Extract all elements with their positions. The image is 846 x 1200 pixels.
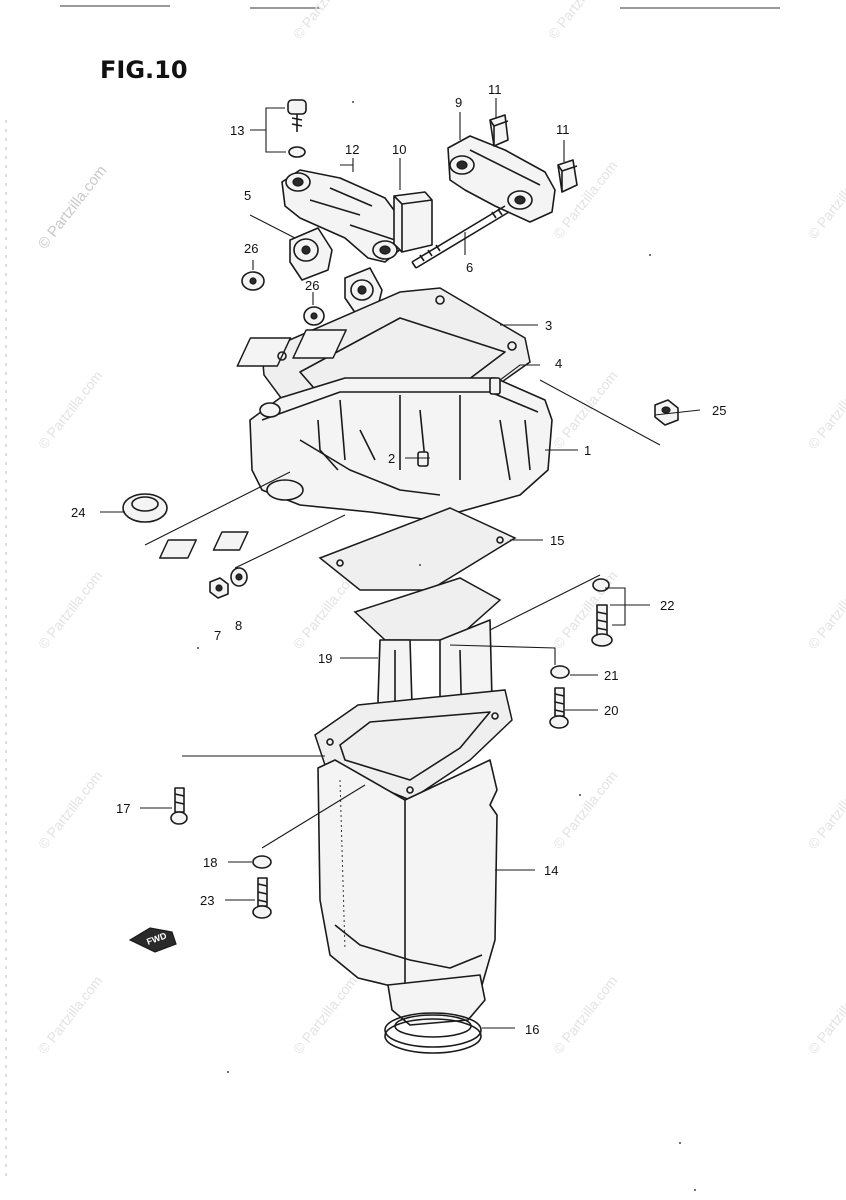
watermark-tile: © Partzilla.com	[805, 368, 846, 452]
part-18-washer[interactable]	[252, 855, 272, 869]
callout-labels: 1 2 3 4 5 6 7 8 9 10 11 11 12 13 14 15 1…	[71, 82, 726, 1037]
watermark-tile: © Partzilla.com	[805, 973, 846, 1057]
callout-22: 22	[660, 598, 674, 613]
callout-8: 8	[235, 618, 242, 633]
callout-21: 21	[604, 668, 618, 683]
forward-direction-arrow: FWD	[128, 927, 177, 953]
watermark-tile: © Partzilla.com	[805, 768, 846, 852]
callout-14: 14	[544, 863, 558, 878]
callout-7: 7	[214, 628, 221, 643]
callout-5: 5	[244, 188, 251, 203]
leader-lines	[100, 98, 701, 1029]
callout-20: 20	[604, 703, 618, 718]
callout-12: 12	[345, 142, 359, 157]
figure-title: FIG.10	[100, 56, 188, 84]
callout-26b: 26	[305, 278, 319, 293]
callout-10: 10	[392, 142, 406, 157]
watermark-tile: © Partzilla.com	[545, 0, 616, 42]
part-20-bolt[interactable]	[549, 687, 569, 729]
watermark-tile: © Partzilla.com	[35, 973, 106, 1057]
callout-17: 17	[116, 801, 130, 816]
watermark-tile: © Partzilla.com	[290, 0, 361, 42]
callout-25: 25	[712, 403, 726, 418]
callout-9: 9	[455, 95, 462, 110]
callout-2: 2	[388, 451, 395, 466]
part-8-washer[interactable]	[230, 567, 248, 587]
watermark-main: © Partzilla.com	[35, 162, 111, 252]
watermark-tile: © Partzilla.com	[805, 158, 846, 242]
part-22-bolt[interactable]	[591, 578, 613, 647]
callout-3: 3	[545, 318, 552, 333]
callout-23: 23	[200, 893, 214, 908]
part-5-rubber-mount-second[interactable]	[344, 267, 383, 315]
part-11-nut-upper[interactable]	[489, 114, 509, 147]
part-26-washer-right[interactable]	[303, 306, 325, 326]
watermark-tile: © Partzilla.com	[35, 768, 106, 852]
watermark-tile: © Partzilla.com	[35, 568, 106, 652]
callout-18: 18	[203, 855, 217, 870]
part-9-mount-bracket[interactable]	[447, 135, 556, 223]
part-12-upper-mount-bracket[interactable]	[281, 169, 406, 263]
callout-16: 16	[525, 1022, 539, 1037]
watermark-tile: © Partzilla.com	[805, 568, 846, 652]
part-15-gasket[interactable]	[158, 507, 517, 591]
part-6-stud-bolt[interactable]	[411, 205, 510, 269]
callout-15: 15	[550, 533, 564, 548]
part-25-nut[interactable]	[654, 399, 679, 426]
watermark-tile: © Partzilla.com	[550, 768, 621, 852]
watermark-tile: © Partzilla.com	[550, 368, 621, 452]
callout-11b: 11	[556, 122, 570, 137]
part-14-drive-shaft-housing[interactable]	[314, 689, 513, 1001]
watermark-tile: © Partzilla.com	[550, 973, 621, 1057]
part-26-washer-left[interactable]	[241, 271, 265, 291]
watermark-tile: © Partzilla.com	[35, 368, 106, 452]
callout-13: 13	[230, 123, 244, 138]
part-5-rubber-mount[interactable]	[289, 227, 333, 281]
part-17-bolt[interactable]	[170, 787, 188, 825]
callout-19: 19	[318, 651, 332, 666]
watermark-tile: © Partzilla.com	[290, 973, 361, 1057]
part-23-bolt[interactable]	[252, 877, 272, 919]
part-4-dowel-pin[interactable]	[489, 377, 501, 395]
scan-specks	[197, 101, 696, 1191]
scan-edge-marks	[5, 5, 780, 1180]
callout-26a: 26	[244, 241, 258, 256]
callout-24: 24	[71, 505, 85, 520]
part-1-mounting-base[interactable]	[249, 377, 553, 521]
callout-4: 4	[555, 356, 562, 371]
part-13-bolt[interactable]	[250, 99, 307, 158]
part-7-nut[interactable]	[209, 577, 229, 599]
part-2-dowel-pin[interactable]	[417, 451, 429, 467]
callout-11a: 11	[488, 82, 502, 97]
part-10-rubber-block[interactable]	[393, 191, 433, 253]
callout-6: 6	[466, 260, 473, 275]
part-24-oil-seal[interactable]	[122, 493, 168, 523]
part-21-washer[interactable]	[550, 665, 570, 679]
callout-1: 1	[584, 443, 591, 458]
part-16-seal-ring[interactable]	[384, 974, 486, 1054]
part-11-nut-lower[interactable]	[557, 159, 578, 193]
